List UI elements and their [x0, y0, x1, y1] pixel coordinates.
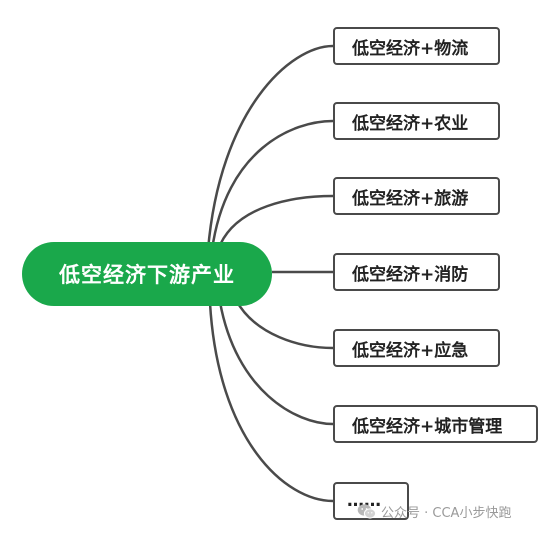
wechat-icon	[357, 503, 377, 520]
root-label: 低空经济下游产业	[59, 263, 235, 287]
branch-node-应急: 低空经济+应急	[333, 329, 500, 367]
branch-label: 低空经济+旅游	[352, 188, 469, 209]
branch-label: 低空经济+物流	[352, 38, 469, 59]
connector-旅游	[216, 194, 334, 251]
branch-node-城市管理: 低空经济+城市管理	[333, 405, 538, 443]
branch-label: 低空经济+城市管理	[352, 416, 503, 437]
connector-more	[208, 302, 334, 503]
connector-应急	[234, 299, 334, 350]
connector-城市管理	[218, 301, 334, 426]
connector-农业	[210, 119, 334, 251]
branch-label: 低空经济+消防	[352, 264, 469, 285]
root-node: 低空经济下游产业	[22, 242, 272, 306]
branch-label: 低空经济+农业	[352, 113, 469, 134]
watermark-text: 公众号 · CCA小步快跑	[381, 505, 512, 521]
branch-label: ……	[347, 491, 381, 511]
branch-label: 低空经济+应急	[352, 340, 469, 361]
branch-node-物流: 低空经济+物流	[333, 27, 500, 65]
branch-node-农业: 低空经济+农业	[333, 102, 500, 140]
branch-node-旅游: 低空经济+旅游	[333, 177, 500, 215]
watermark: 公众号 · CCA小步快跑	[357, 500, 511, 522]
branch-node-消防: 低空经济+消防	[333, 253, 500, 291]
connector-物流	[206, 44, 334, 251]
